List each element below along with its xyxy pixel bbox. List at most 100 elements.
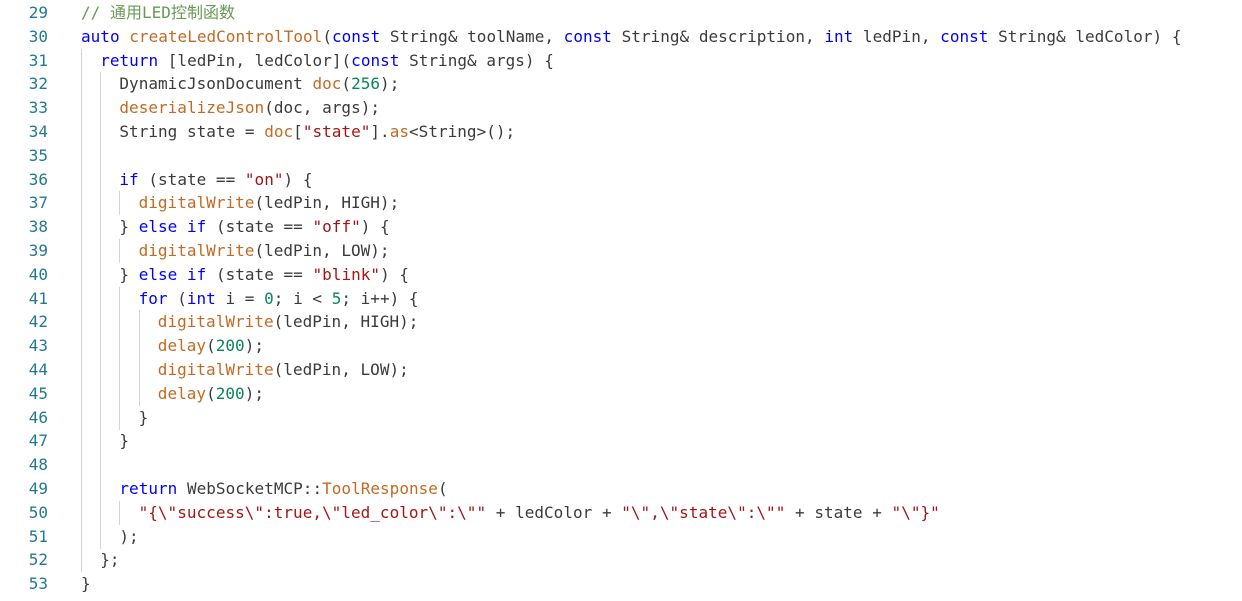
code-token-plain: ledPin, bbox=[853, 26, 941, 46]
code-token-fn: delay bbox=[157, 383, 207, 403]
line-number: 49 bbox=[28, 479, 48, 498]
code-text: } bbox=[81, 572, 91, 596]
line-number: 48 bbox=[28, 455, 48, 475]
code-text: digitalWrite(ledPin, LOW); bbox=[139, 239, 390, 263]
code-text: } bbox=[139, 406, 149, 430]
indent-guide bbox=[100, 120, 102, 144]
indent-guide bbox=[119, 358, 121, 382]
indent-guide bbox=[100, 167, 102, 192]
indent-guide bbox=[100, 72, 102, 97]
code-text: }; bbox=[100, 548, 119, 572]
code-line[interactable]: 40} else if (state == "blink") { bbox=[0, 262, 1242, 287]
indent-guide bbox=[100, 143, 102, 168]
code-token-kw: else bbox=[138, 264, 178, 284]
code-line[interactable]: 50"{\"success\":true,\"led_color\":\"" +… bbox=[0, 500, 1242, 525]
line-number: 44 bbox=[28, 360, 48, 379]
code-line[interactable]: 53} bbox=[0, 572, 1242, 596]
code-token-kw: int bbox=[186, 288, 216, 308]
code-token-kw: if bbox=[119, 169, 139, 189]
code-token-plain: (ledPin, HIGH); bbox=[273, 312, 419, 332]
code-token-fn: ToolResponse bbox=[322, 479, 438, 498]
code-token-fn: as bbox=[389, 122, 410, 141]
code-token-plain: ( bbox=[167, 288, 187, 308]
indent-guide bbox=[81, 453, 82, 478]
indent-guide bbox=[81, 286, 82, 311]
indent-guide bbox=[81, 215, 82, 240]
code-line[interactable]: 47} bbox=[0, 429, 1242, 454]
indent-guide bbox=[100, 215, 102, 240]
code-token-plain: ); bbox=[244, 383, 264, 403]
indent-guide bbox=[81, 358, 82, 382]
code-line[interactable]: 35 bbox=[0, 143, 1242, 168]
code-line[interactable]: 29// 通用LED控制函数 bbox=[0, 1, 1242, 25]
indent-guide bbox=[119, 334, 121, 359]
indent-guide bbox=[81, 429, 82, 454]
code-text: "{\"success\":true,\"led_color\":\"" + l… bbox=[139, 501, 940, 525]
code-token-fn: digitalWrite bbox=[138, 241, 255, 260]
code-line[interactable]: 48 bbox=[0, 453, 1242, 478]
code-text: // 通用LED控制函数 bbox=[81, 1, 235, 25]
code-token-str: "{\"success\":true,\"led_color\":\"" bbox=[138, 502, 487, 522]
indent-guide bbox=[81, 334, 82, 359]
code-token-num: 200 bbox=[215, 383, 245, 403]
code-text: } else if (state == "off") { bbox=[119, 215, 389, 239]
code-token-str: "off" bbox=[312, 217, 361, 237]
code-token-kw: const bbox=[940, 26, 989, 46]
code-token-plain: } bbox=[138, 407, 149, 427]
indent-guide bbox=[100, 239, 102, 263]
code-token-plain: (ledPin, HIGH); bbox=[254, 193, 400, 213]
code-token-plain: (ledPin, LOW); bbox=[254, 241, 390, 260]
code-token-kw: auto bbox=[81, 26, 120, 46]
code-line[interactable]: 44 digitalWrite(ledPin, LOW); bbox=[0, 358, 1242, 382]
indent-guide bbox=[100, 358, 102, 382]
code-text: } bbox=[119, 429, 129, 453]
code-token-plain: ) { bbox=[380, 264, 410, 284]
code-token-plain: ); bbox=[380, 74, 400, 94]
line-number: 33 bbox=[28, 98, 48, 118]
code-line[interactable]: 52}; bbox=[0, 548, 1242, 573]
indent-guide bbox=[81, 48, 82, 73]
indent-guide bbox=[81, 143, 82, 168]
code-token-plain: ( bbox=[206, 336, 216, 356]
code-line[interactable]: 46} bbox=[0, 405, 1242, 430]
code-text: digitalWrite(ledPin, LOW); bbox=[158, 358, 409, 382]
code-token-fn: doc bbox=[312, 74, 342, 94]
indent-guide bbox=[81, 191, 82, 216]
indent-guide bbox=[81, 72, 82, 97]
code-line[interactable]: 34 String state = doc["state"].as<String>… bbox=[0, 120, 1242, 144]
indent-guide bbox=[119, 381, 121, 406]
code-text: delay(200); bbox=[158, 334, 264, 358]
code-token-kw: if bbox=[186, 217, 207, 237]
code-token-plain: ( bbox=[206, 383, 216, 403]
indent-guide bbox=[119, 239, 121, 263]
code-token-plain: ( bbox=[322, 26, 332, 46]
code-token-plain bbox=[177, 217, 187, 236]
code-token-fn: createLedControlTool bbox=[129, 26, 323, 46]
indent-guide bbox=[100, 262, 102, 287]
code-line[interactable]: 38} else if (state == "off") { bbox=[0, 215, 1242, 240]
code-token-plain: String state = bbox=[119, 122, 265, 141]
indent-guide bbox=[100, 477, 102, 501]
code-token-plain: DynamicJsonDocument bbox=[119, 74, 313, 94]
line-number: 42 bbox=[28, 312, 48, 332]
line-number: 34 bbox=[28, 122, 48, 141]
code-text: ); bbox=[119, 525, 138, 549]
code-token-plain: String& args) { bbox=[399, 50, 554, 70]
code-line[interactable]: 51); bbox=[0, 524, 1242, 549]
code-text: String state = doc["state"].as<String>()… bbox=[119, 120, 515, 144]
code-token-plain: <String>(); bbox=[409, 122, 516, 141]
code-token-plain: (ledPin, LOW); bbox=[273, 360, 409, 379]
